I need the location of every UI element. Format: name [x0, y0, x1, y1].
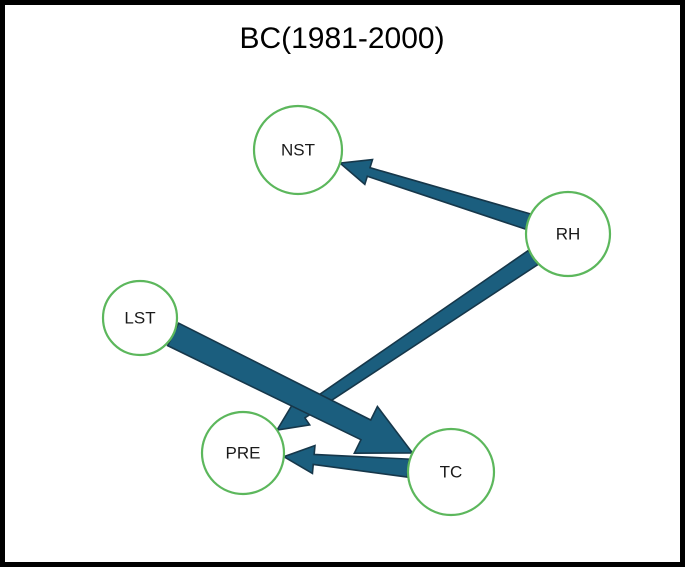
node-pre[interactable]: PRE [200, 410, 286, 496]
node-circle-nst[interactable] [252, 104, 344, 196]
node-circle-rh[interactable] [524, 190, 612, 278]
node-circle-pre[interactable] [200, 410, 286, 496]
edge-arrow-rh-to-nst [338, 158, 532, 231]
node-lst[interactable]: LST [101, 279, 179, 357]
node-rh[interactable]: RH [524, 190, 612, 278]
node-label-pre: PRE [226, 444, 261, 463]
node-circle-lst[interactable] [101, 279, 179, 357]
page-title: BC(1981-2000) [239, 22, 444, 55]
node-circle-tc[interactable] [406, 427, 496, 517]
edges-layer [166, 158, 540, 478]
edge-arrow-tc-to-pre [281, 444, 410, 478]
node-tc[interactable]: TC [406, 427, 496, 517]
nodes-layer: NST RH LST PRE TC [101, 104, 612, 517]
node-label-lst: LST [124, 309, 155, 328]
node-label-tc: TC [440, 463, 463, 482]
edge-arrow-lst-to-tc [166, 322, 415, 454]
node-label-nst: NST [281, 141, 315, 160]
node-nst[interactable]: NST [252, 104, 344, 196]
node-label-rh: RH [556, 225, 581, 244]
